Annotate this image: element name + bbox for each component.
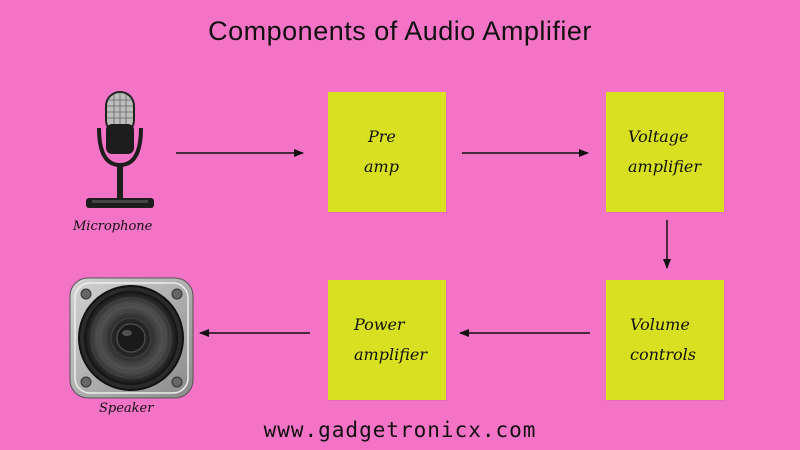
volume-controls-block: Volume controls	[606, 280, 724, 400]
volume-controls-label-line1: Volume	[630, 315, 690, 334]
diagram-title: Components of Audio Amplifier	[208, 16, 592, 46]
voltage-amplifier-label-line1: Voltage	[628, 127, 689, 146]
voltage-amplifier-block: Voltage amplifier	[606, 92, 724, 212]
footer-url: www.gadgetronicx.com	[263, 418, 537, 442]
pre-amp-block: Pre amp	[328, 92, 446, 212]
power-amplifier-label-line1: Power	[354, 315, 405, 334]
power-amplifier-label-line2: amplifier	[354, 345, 427, 364]
pre-amp-label-line1: Pre	[368, 127, 396, 146]
voltage-amplifier-label-line2: amplifier	[628, 157, 701, 176]
microphone-icon	[86, 91, 154, 208]
speaker-icon	[69, 277, 194, 399]
volume-controls-label-line2: controls	[630, 345, 696, 364]
microphone-caption: Microphone	[73, 219, 153, 234]
power-amplifier-block: Power amplifier	[328, 280, 446, 400]
speaker-caption: Speaker	[99, 401, 154, 416]
pre-amp-label-line2: amp	[364, 157, 399, 176]
